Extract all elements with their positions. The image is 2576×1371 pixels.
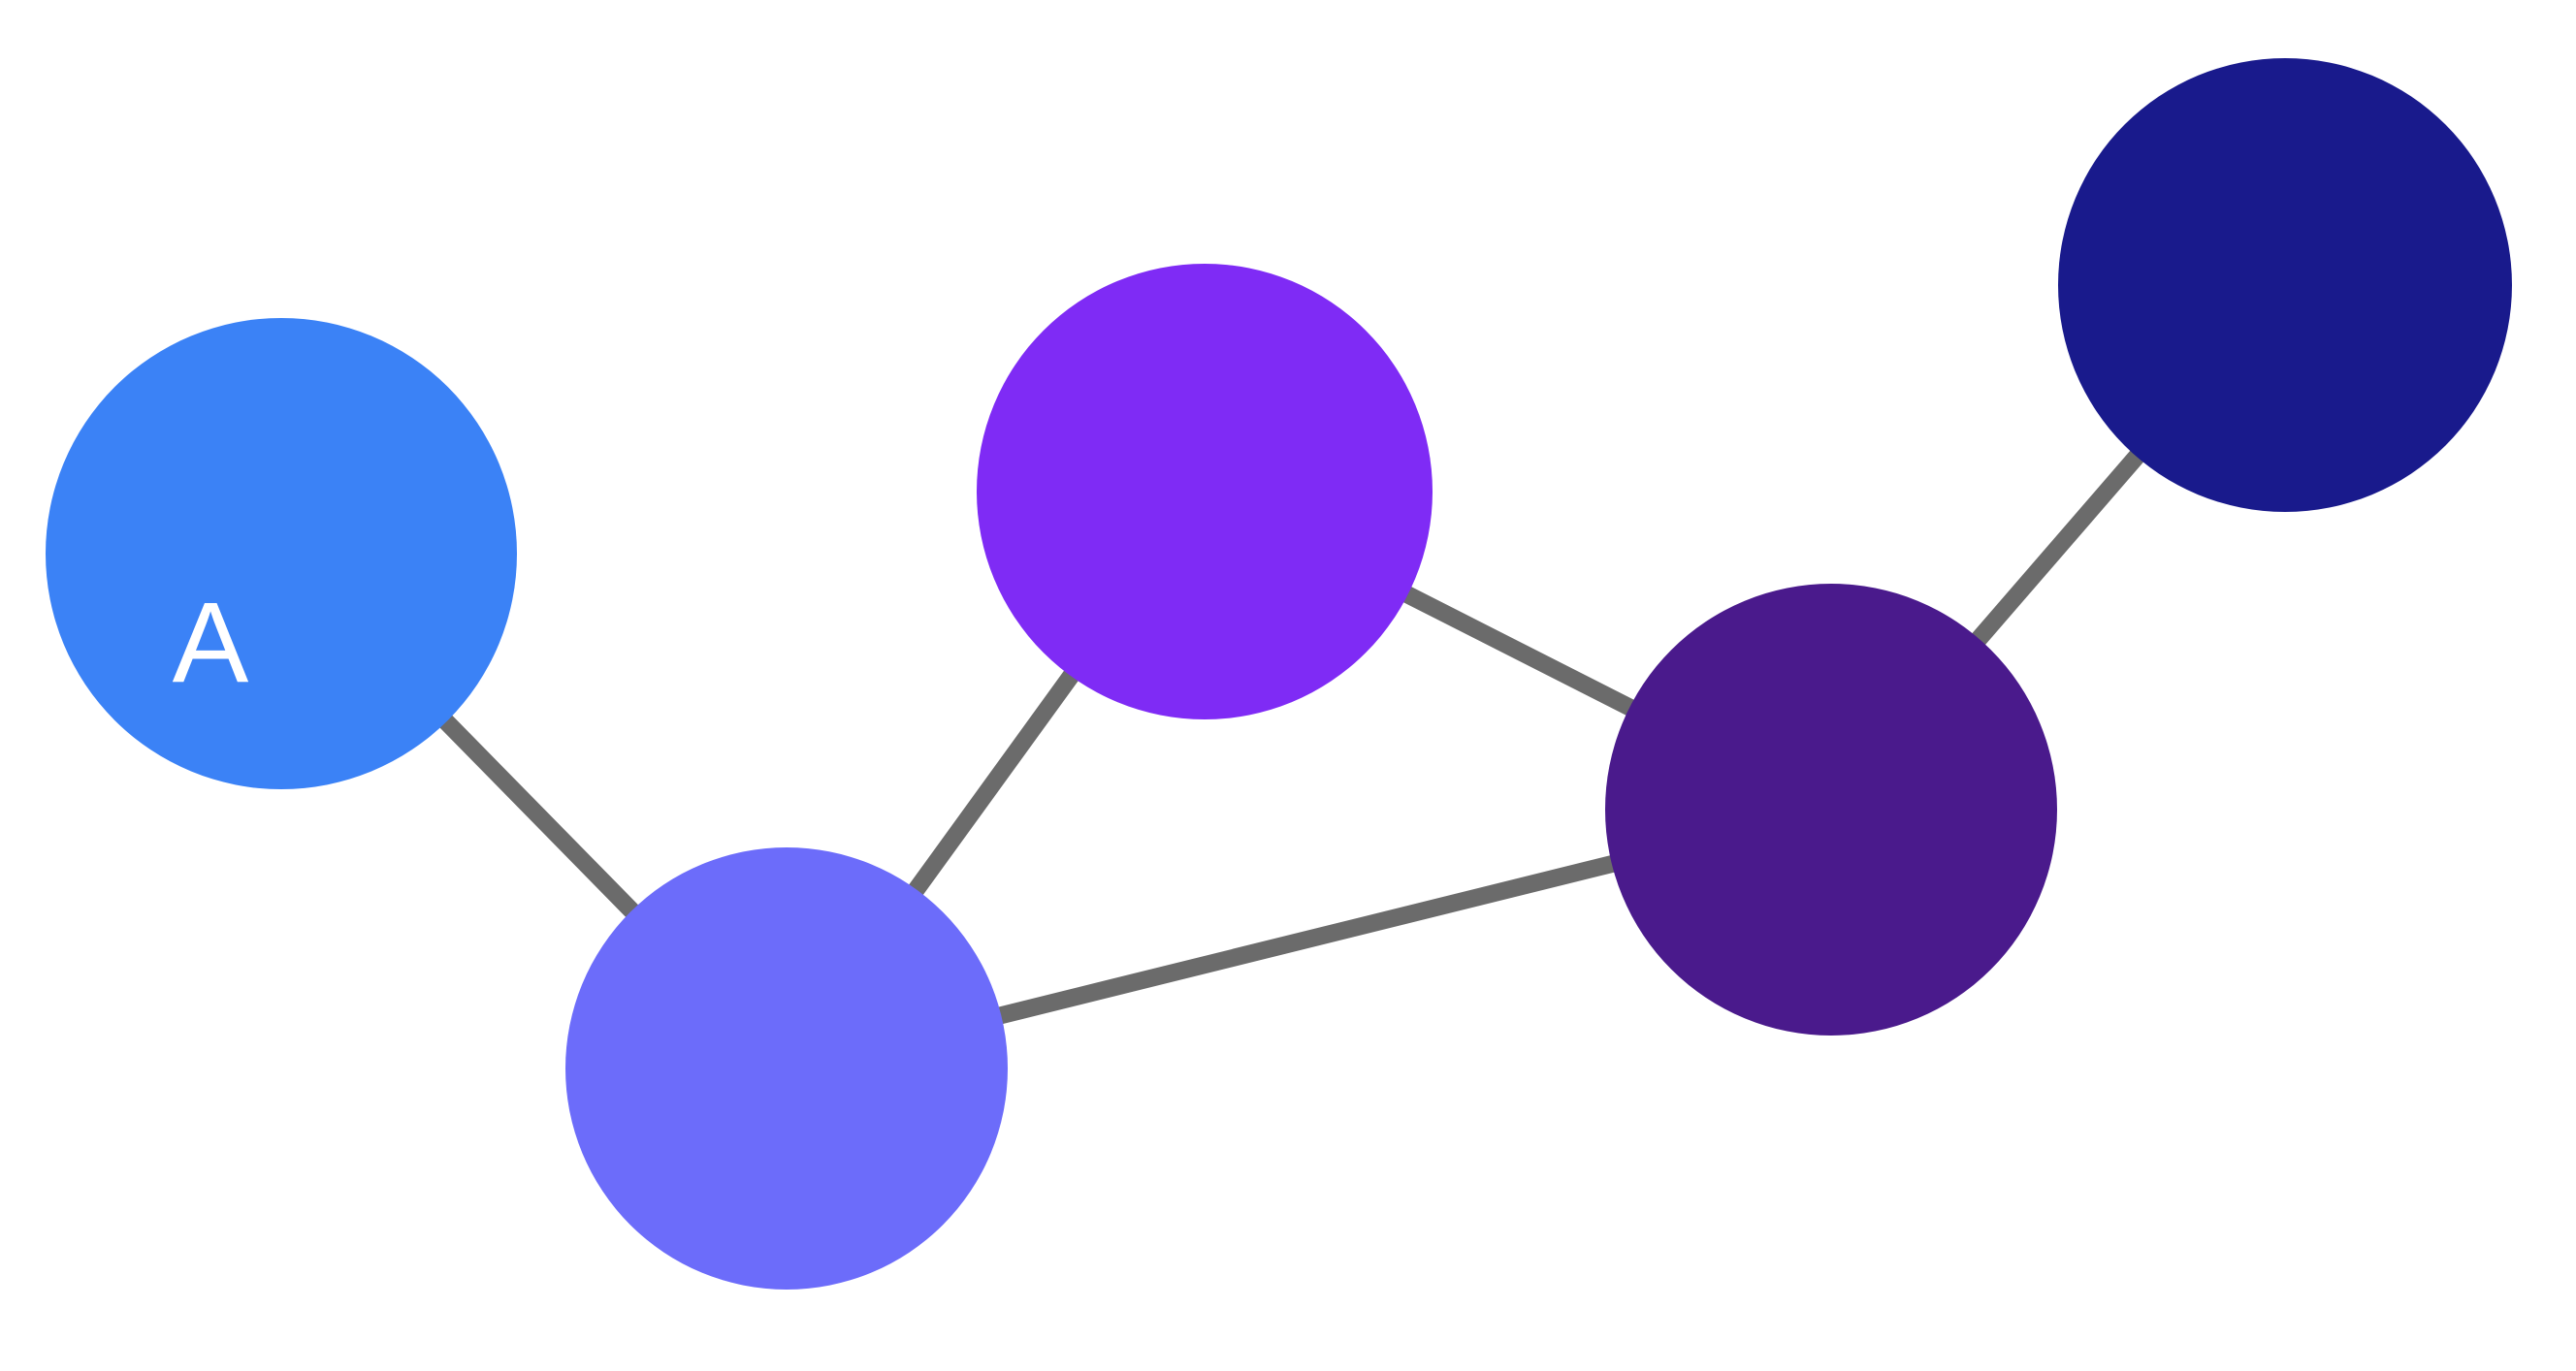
graph-edge-a-b[interactable] [435,711,642,921]
graph-edge-b-c[interactable] [905,666,1081,900]
graph-edge-d-e[interactable] [1968,446,2147,650]
graph-edge-c-d[interactable] [1399,584,1639,718]
node-circle-c[interactable] [977,264,1433,719]
graph-node-c[interactable]: C [977,264,1728,719]
graph-node-e[interactable]: E [2058,58,2576,512]
node-circle-e[interactable] [2058,58,2512,512]
nodes-layer: A B CDE [46,58,2576,1371]
graph-node-b[interactable]: B [565,847,1074,1371]
edges-layer [435,446,2147,1026]
node-label-a: A [173,579,249,707]
graph-edge-b-d[interactable] [993,853,1620,1026]
graph-node-d[interactable]: D [1605,584,2576,1123]
node-circle-d[interactable] [1605,584,2057,1036]
node-circle-b[interactable] [565,847,1008,1290]
node-label-c: C [1645,487,1727,615]
node-circle-a[interactable] [46,318,517,789]
graph-node-a[interactable]: A [46,318,517,789]
